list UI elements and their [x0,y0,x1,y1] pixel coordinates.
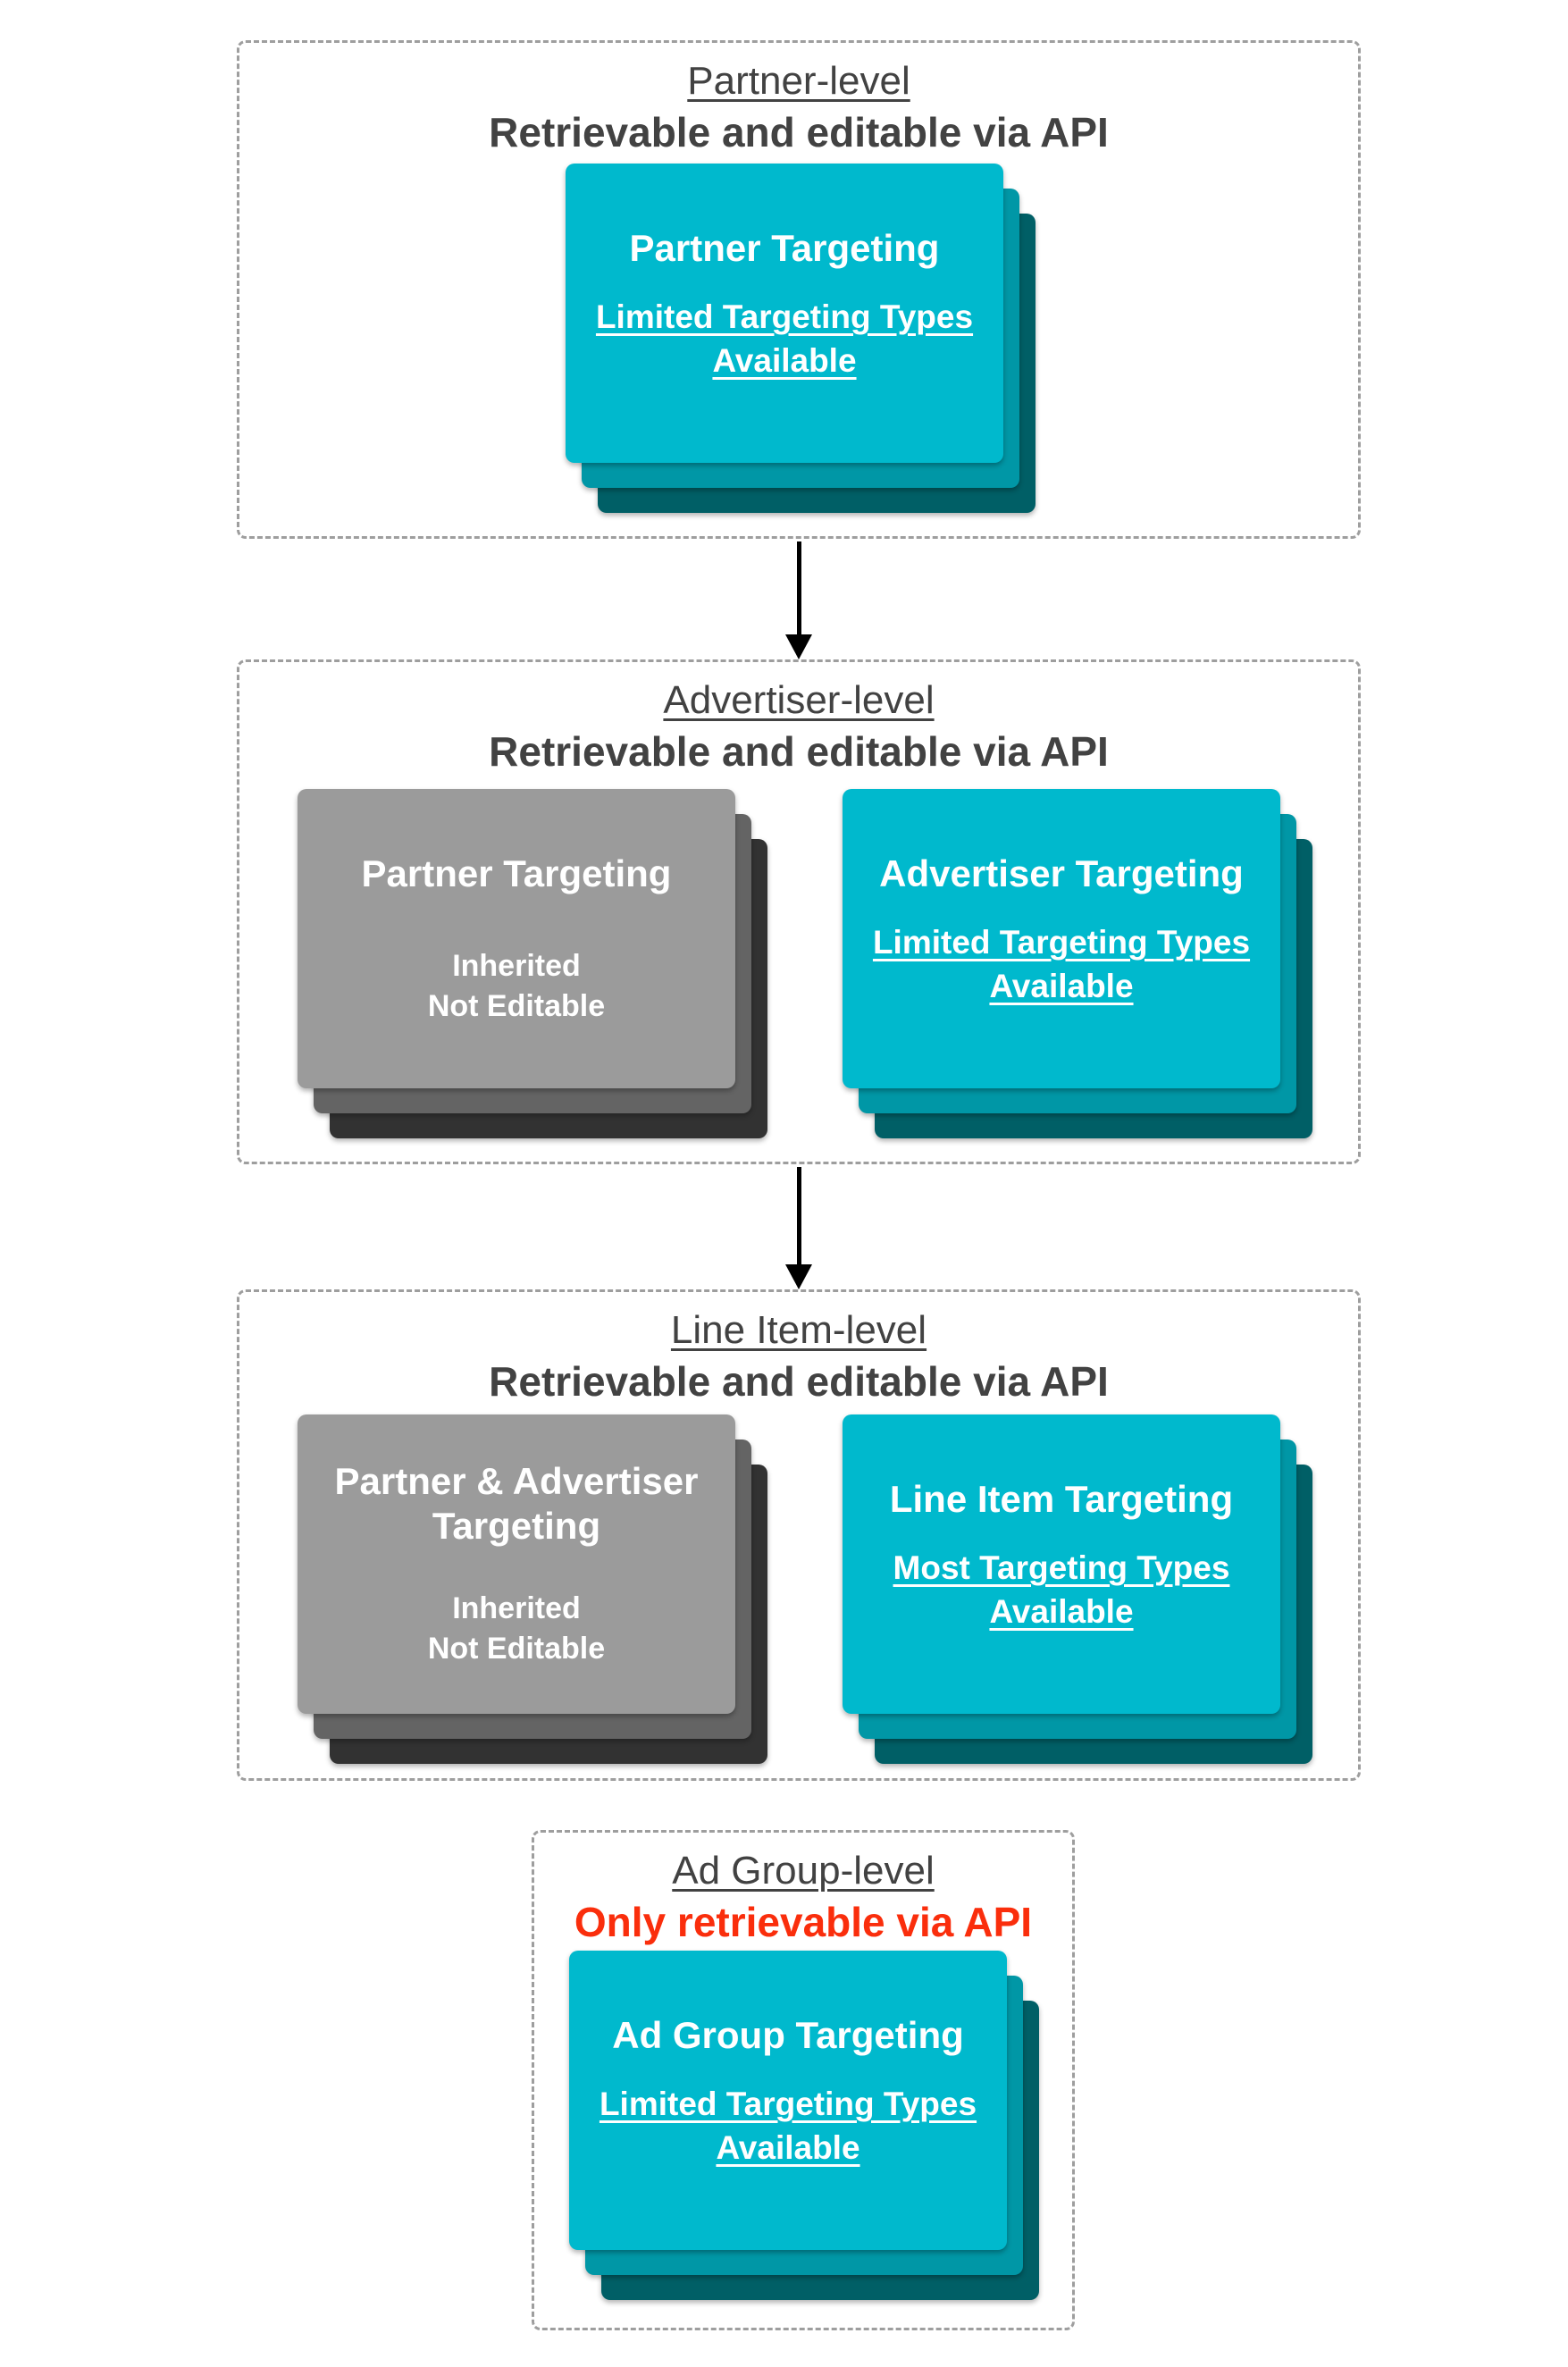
advertiser-level-subtitle: Retrievable and editable via API [489,728,1109,776]
card-stack-line-item-targeting: Line Item Targeting Most Targeting Types… [843,1414,1312,1764]
card-title: Advertiser Targeting [879,852,1244,894]
card-note: Limited Targeting Types Available [566,296,1003,383]
card-stack-advertiser-targeting: Advertiser Targeting Limited Targeting T… [843,789,1312,1138]
card-note: Inherited Not Editable [298,1589,735,1669]
card-note-line: Available [989,1593,1134,1631]
section-partner-level: Partner-level Retrievable and editable v… [237,40,1361,539]
card-ad-group-targeting: Ad Group Targeting Limited Targeting Typ… [569,1951,1007,2250]
card-stack-partner-targeting: Partner Targeting Limited Targeting Type… [566,164,1036,513]
card-inherited-partner-advertiser-targeting: Partner & Advertiser Targeting Inherited… [298,1414,735,1714]
card-title: Partner & Advertiser Targeting [334,1460,699,1548]
card-inherited-partner-targeting: Partner Targeting Inherited Not Editable [298,789,735,1088]
flow-arrow-down-2 [785,1167,812,1289]
advertiser-level-title: Advertiser-level [663,678,935,722]
ad-group-level-subtitle: Only retrievable via API [574,1899,1033,1946]
card-note-line: Inherited [452,949,581,984]
card-title: Ad Group Targeting [612,2014,964,2056]
card-stack-inherited-partner-targeting: Partner Targeting Inherited Not Editable [298,789,767,1138]
card-partner-targeting: Partner Targeting Limited Targeting Type… [566,164,1003,463]
card-note: Most Targeting Types Available [843,1547,1280,1634]
section-ad-group-level: Ad Group-level Only retrievable via API … [532,1830,1075,2330]
line-item-level-subtitle: Retrievable and editable via API [489,1358,1109,1406]
card-note-line: Limited Targeting Types [595,298,974,336]
card-note-line: Most Targeting Types [893,1549,1230,1587]
card-note-line: Not Editable [427,989,606,1024]
arrow-head-icon [785,1264,812,1289]
card-note-line: Limited Targeting Types [599,2086,977,2123]
arrow-shaft [796,541,801,634]
arrow-head-icon [785,634,812,659]
section-line-item-level: Line Item-level Retrievable and editable… [237,1289,1361,1781]
card-title: Partner Targeting [629,227,940,269]
card-note-line: Not Editable [427,1631,606,1666]
flow-arrow-down-1 [785,541,812,659]
card-note: Inherited Not Editable [298,946,735,1027]
card-line-item-targeting: Line Item Targeting Most Targeting Types… [843,1414,1280,1714]
card-title: Partner Targeting [361,852,672,894]
card-note-line: Available [712,342,857,380]
partner-level-title: Partner-level [687,59,910,103]
card-note: Limited Targeting Types Available [843,921,1280,1009]
section-advertiser-level: Advertiser-level Retrievable and editabl… [237,659,1361,1164]
card-note-line: Available [989,968,1134,1005]
partner-level-subtitle: Retrievable and editable via API [489,109,1109,156]
card-advertiser-targeting: Advertiser Targeting Limited Targeting T… [843,789,1280,1088]
arrow-shaft [796,1167,801,1264]
card-stack-ad-group-targeting: Ad Group Targeting Limited Targeting Typ… [569,1951,1039,2300]
card-note-line: Inherited [452,1591,581,1625]
card-stack-inherited-partner-advertiser-targeting: Partner & Advertiser Targeting Inherited… [298,1414,767,1764]
card-title: Line Item Targeting [889,1478,1234,1520]
ad-group-level-title: Ad Group-level [672,1849,935,1893]
card-note-line: Limited Targeting Types [872,924,1251,961]
line-item-level-title: Line Item-level [670,1308,927,1352]
card-note-line: Available [716,2129,860,2167]
card-note: Limited Targeting Types Available [569,2083,1007,2170]
